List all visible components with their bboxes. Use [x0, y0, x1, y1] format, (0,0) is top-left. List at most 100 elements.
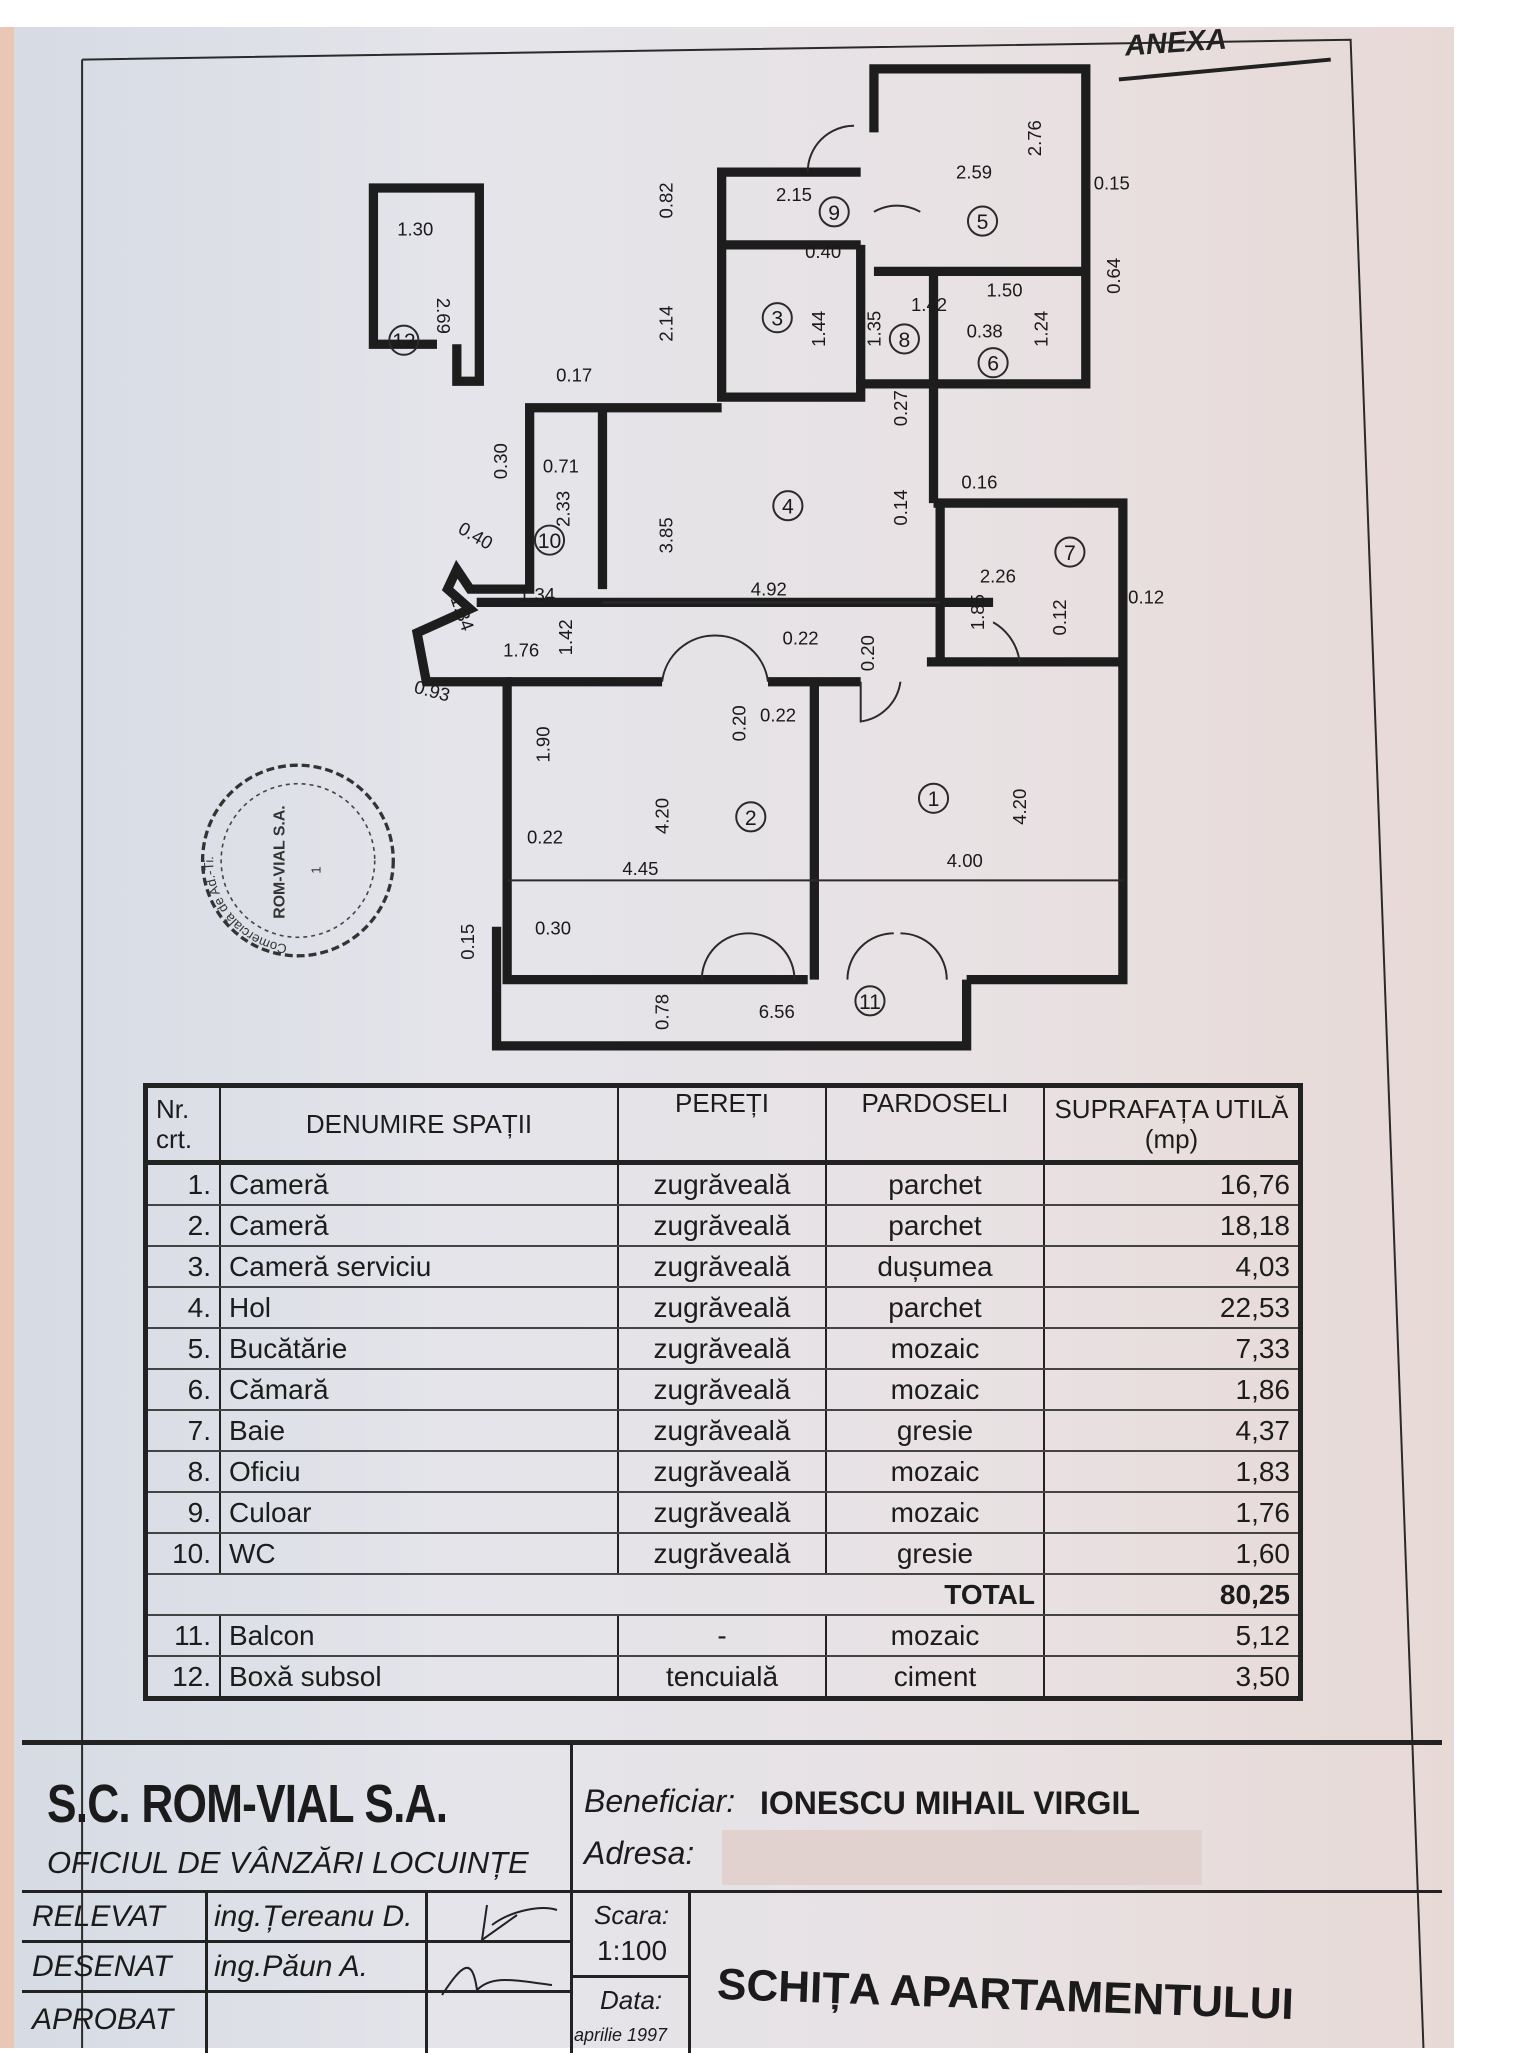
room-name: Oficiu [219, 1451, 619, 1493]
room-name: Hol [219, 1287, 619, 1329]
room-number-11: 11 [854, 985, 886, 1017]
dimension-label: 1.30 [397, 219, 433, 240]
date-value: aprilie 1997 [574, 2025, 668, 2045]
svg-text:3: 3 [771, 308, 783, 331]
walls-finish: zugrăveală [617, 1287, 827, 1329]
dimension-label: 2.76 [1024, 120, 1045, 156]
svg-text:1: 1 [928, 788, 940, 811]
room-name: Baie [219, 1410, 619, 1452]
room-number-9: 9 [818, 196, 850, 228]
room-name: Culoar [219, 1492, 619, 1534]
floor-finish: mozaic [825, 1492, 1045, 1534]
walls-finish: zugrăveală [617, 1328, 827, 1370]
header-area: SUPRAFAȚA UTILĂ (mp) [1043, 1085, 1302, 1165]
walls-finish: zugrăveală [617, 1492, 827, 1534]
header-floors: PARDOSELI [825, 1085, 1045, 1165]
room-number-4: 4 [772, 490, 804, 522]
date-label: Data: [600, 1985, 663, 2015]
row-number: 11. [144, 1615, 221, 1657]
dimension-label: 0.22 [527, 826, 563, 847]
paper-edge [0, 27, 14, 2048]
annex-underline [1118, 57, 1331, 82]
paper-sheet [14, 27, 1454, 2048]
usable-area: 16,76 [1043, 1162, 1302, 1206]
floor-finish: mozaic [825, 1451, 1045, 1493]
row-number: 4. [144, 1287, 221, 1329]
title-block: S.C. ROM-VIAL S.A. OFICIUL DE VÂNZĂRI LO… [22, 1740, 1442, 2053]
svg-text:9: 9 [828, 202, 840, 225]
usable-area: 1,86 [1043, 1369, 1302, 1411]
svg-text:11: 11 [859, 991, 881, 1014]
dimension-label: 1.42 [555, 619, 576, 655]
signatures [441, 1904, 558, 1996]
dimension-label: 4.20 [1009, 789, 1030, 825]
row-number: 2. [144, 1205, 221, 1247]
role-aprobat: APROBAT [32, 2003, 174, 2036]
dimension-label: 0.30 [535, 918, 571, 939]
dimension-label: 0.27 [890, 390, 911, 426]
floor-finish: mozaic [825, 1328, 1045, 1370]
beneficiary-label: Beneficiar: [584, 1783, 736, 1819]
svg-text:8: 8 [898, 329, 910, 352]
dimension-label: 1.34 [519, 584, 555, 605]
walls-finish: zugrăveală [617, 1410, 827, 1452]
dimension-label: 0.16 [961, 472, 997, 493]
usable-area: 22,53 [1043, 1287, 1302, 1329]
usable-area: 1,83 [1043, 1451, 1302, 1493]
svg-text:2: 2 [745, 807, 757, 830]
address-label: Adresa: [584, 1835, 695, 1871]
office-name: OFICIUL DE VÂNZĂRI LOCUINȚE [47, 1845, 529, 1880]
row-number: 1. [144, 1162, 221, 1206]
dimension-label: 2.14 [656, 306, 677, 342]
svg-text:5: 5 [977, 211, 989, 234]
dimension-label: 0.30 [490, 443, 511, 479]
room-name: WC [219, 1533, 619, 1575]
usable-area: 4,37 [1043, 1410, 1302, 1452]
dimension-label: 0.17 [556, 364, 592, 385]
dimension-label: 1.24 [1030, 311, 1051, 347]
floor-finish: mozaic [825, 1615, 1045, 1657]
usable-area: 1,60 [1043, 1533, 1302, 1575]
floor-finish: ciment [825, 1656, 1045, 1700]
dimension-label: 0.38 [967, 321, 1003, 342]
dimension-label: 0.78 [652, 994, 673, 1030]
company-stamp: Comercială de Ad.-Ti. ROM-VIAL S.A. 1 [200, 763, 395, 958]
room-number-6: 6 [977, 347, 1009, 379]
usable-area: 4,03 [1043, 1246, 1302, 1288]
floor-finish: dușumea [825, 1246, 1045, 1288]
room-number-8: 8 [888, 323, 920, 355]
room-name: Boxă subsol [219, 1656, 619, 1700]
dimension-label: 4.92 [751, 579, 787, 600]
walls-finish: zugrăveală [617, 1451, 827, 1493]
walls-finish: zugrăveală [617, 1246, 827, 1288]
dimension-label: 1.44 [808, 311, 829, 347]
dimension-label: 0.15 [1094, 172, 1130, 193]
usable-area: 1,76 [1043, 1492, 1302, 1534]
row-number: 9. [144, 1492, 221, 1534]
room-number-7: 7 [1054, 536, 1086, 568]
dimension-label: 0.40 [805, 241, 841, 262]
dimension-label: 1.50 [986, 280, 1022, 301]
header-name: DENUMIRE SPAȚII [219, 1085, 619, 1165]
room-name: Cameră [219, 1205, 619, 1247]
room-name: Bucătărie [219, 1328, 619, 1370]
room-name: Cămară [219, 1369, 619, 1411]
dimension-label: 6.56 [759, 1001, 795, 1022]
row-number: 8. [144, 1451, 221, 1493]
row-number: 3. [144, 1246, 221, 1288]
walls-finish: zugrăveală [617, 1369, 827, 1411]
room-name: Cameră serviciu [219, 1246, 619, 1288]
dimension-label: 4.45 [622, 858, 658, 879]
beneficiary-name: IONESCU MIHAIL VIRGIL [760, 1785, 1140, 1821]
dimension-label: 1.76 [503, 640, 539, 661]
dimension-label: 4.00 [947, 850, 983, 871]
dimension-label: 1.35 [864, 311, 885, 347]
walls [368, 64, 1128, 1051]
room-number-12: 12 [388, 324, 420, 356]
dimension-label: 0.71 [543, 456, 579, 477]
